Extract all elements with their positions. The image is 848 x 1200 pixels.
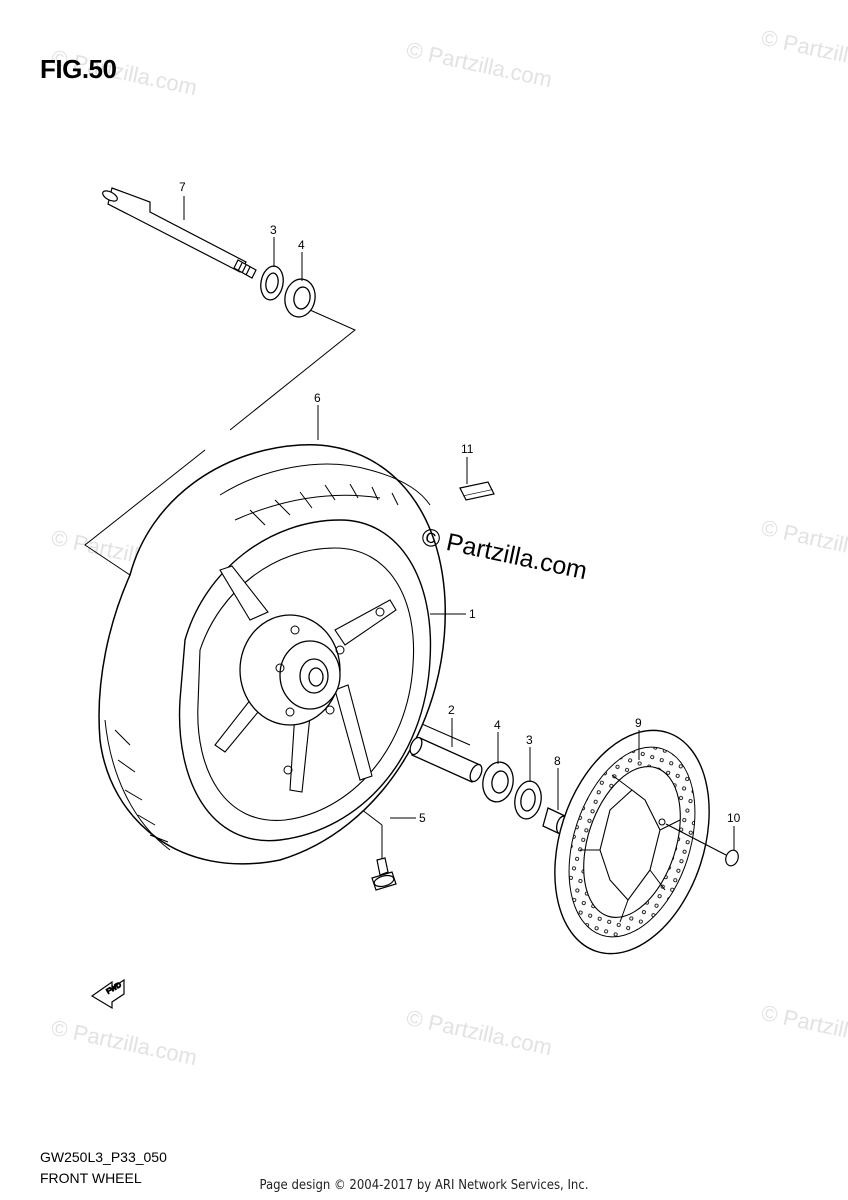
- oil-seal-part-3-bottom[interactable]: [512, 779, 544, 821]
- callout-4-top: 4: [298, 238, 305, 252]
- balancer-part-11[interactable]: [459, 481, 495, 501]
- callout-7: 7: [179, 180, 186, 194]
- front-wheel-assembly[interactable]: [98, 444, 446, 865]
- bolt-part-10[interactable]: [665, 823, 740, 868]
- fwd-arrow-icon: FWD: [90, 978, 125, 1010]
- axle-part-7[interactable]: [101, 187, 257, 279]
- callout-5: 5: [419, 811, 426, 825]
- callout-labels: 7 3 4 6 11 1 2 4 3 8 5 9 10: [179, 180, 741, 825]
- spacer-part-2[interactable]: [408, 736, 484, 784]
- page-footer: Page design © 2004-2017 by ARI Network S…: [259, 1178, 589, 1193]
- callout-4-bottom: 4: [494, 718, 501, 732]
- callout-10: 10: [727, 811, 741, 825]
- callout-9: 9: [635, 716, 642, 730]
- callout-11: 11: [461, 442, 474, 456]
- callout-leaders: [183, 196, 735, 850]
- brake-disc-part-9[interactable]: [528, 710, 736, 973]
- callout-2: 2: [448, 703, 455, 717]
- figure-title: FIG.50: [40, 54, 117, 84]
- bearing-part-4-top[interactable]: [282, 277, 318, 320]
- callout-1: 1: [469, 607, 476, 621]
- oil-seal-part-3-top[interactable]: [258, 264, 286, 301]
- bearing-part-4-bottom[interactable]: [480, 760, 516, 805]
- callout-3-bottom: 3: [526, 733, 533, 747]
- figure-caption: FRONT WHEEL: [40, 1170, 142, 1186]
- callout-8: 8: [554, 754, 561, 768]
- valve-part-5[interactable]: [371, 857, 397, 891]
- callout-6: 6: [314, 391, 321, 405]
- callout-3-top: 3: [270, 223, 277, 237]
- figure-code: GW250L3_P33_050: [40, 1149, 167, 1165]
